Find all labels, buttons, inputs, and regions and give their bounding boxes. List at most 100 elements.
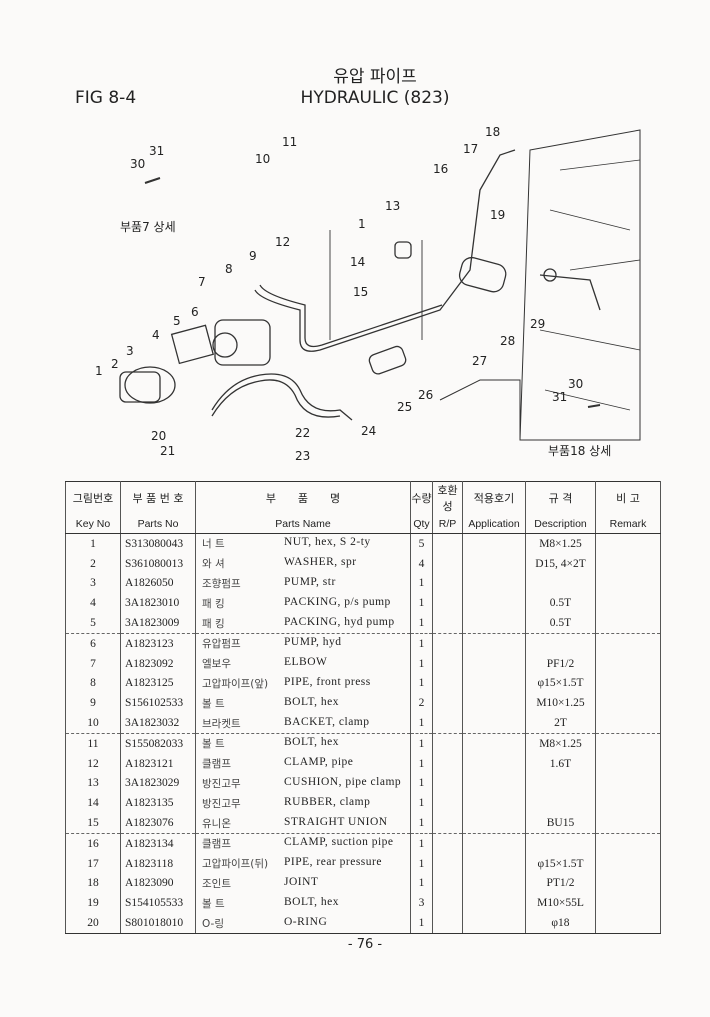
key-no: 8: [65, 673, 121, 694]
description: D15, 4×2T: [525, 553, 596, 574]
application: [462, 673, 526, 694]
part-no: A1823123: [120, 633, 196, 654]
remark: [595, 793, 661, 814]
part-name: 볼 트 BOLT, hex: [195, 693, 411, 714]
qty: 1: [410, 753, 433, 774]
description: 0.5T: [525, 593, 596, 614]
callout-31: 31: [149, 144, 164, 158]
part-name-en: BOLT, hex: [284, 695, 339, 708]
part-name-ko: 와 셔: [202, 558, 225, 571]
part-name-en: BOLT, hex: [284, 736, 339, 749]
remark: [595, 753, 661, 774]
qty: 1: [410, 593, 433, 614]
part-name: 패 킹 PACKING, hyd pump: [195, 613, 411, 634]
rp: [432, 733, 463, 754]
remark: [595, 893, 661, 914]
key-no: 12: [65, 753, 121, 774]
part-name-ko: 브라켓트: [202, 717, 241, 730]
diagram-drawing: [119, 129, 641, 441]
part-no: A1823134: [120, 833, 196, 854]
remark: [595, 573, 661, 594]
callout-22: 22: [295, 426, 310, 440]
description: [525, 773, 596, 794]
key-no: 4: [65, 593, 121, 614]
qty: 3: [410, 893, 433, 914]
remark: [595, 913, 661, 934]
qty: 1: [410, 633, 433, 654]
callout-10: 10: [255, 152, 270, 166]
rp: [432, 693, 463, 714]
part-no: A1823118: [120, 853, 196, 874]
callout-29: 29: [530, 317, 545, 331]
application: [462, 753, 526, 774]
part-name-ko: 유압펌프: [202, 638, 241, 651]
remark: [595, 853, 661, 874]
rp: [432, 673, 463, 694]
part-name-en: PACKING, hyd pump: [284, 615, 395, 628]
qty: 1: [410, 913, 433, 934]
column-header-en: Qty: [410, 514, 433, 534]
callout-30: 30: [130, 157, 145, 171]
remark: [595, 813, 661, 834]
callout-11: 11: [282, 135, 297, 149]
callout-15: 15: [353, 285, 368, 299]
description: M8×1.25: [525, 533, 596, 554]
rp: [432, 573, 463, 594]
description: φ15×1.5T: [525, 853, 596, 874]
column-header-en: Remark: [595, 514, 661, 534]
part-name-ko: 볼 트: [202, 697, 225, 710]
callout-4: 4: [152, 328, 160, 342]
part-no: 3A1823010: [120, 593, 196, 614]
callout-13: 13: [385, 199, 400, 213]
callout-9: 9: [249, 249, 257, 263]
qty: 1: [410, 653, 433, 674]
key-no: 15: [65, 813, 121, 834]
part-name-ko: O-링: [202, 917, 225, 930]
qty: 2: [410, 693, 433, 714]
rp: [432, 753, 463, 774]
page-number: - 76 -: [347, 937, 383, 952]
part-name: 고압파이프(앞)PIPE, front press: [195, 673, 411, 694]
column-header-ko: 부 품 명: [195, 481, 411, 514]
part-name-ko: 패 킹: [202, 597, 225, 610]
callout-5: 5: [173, 314, 181, 328]
key-no: 1: [65, 533, 121, 554]
application: [462, 813, 526, 834]
part-no: A1823092: [120, 653, 196, 674]
rp: [432, 613, 463, 634]
part-no: 3A1823032: [120, 713, 196, 734]
part-name-ko: 볼 트: [202, 738, 225, 751]
part-name-ko: 패 킹: [202, 617, 225, 630]
application: [462, 653, 526, 674]
column-header-en: Description: [525, 514, 596, 534]
key-no: 7: [65, 653, 121, 674]
callout-23: 23: [295, 449, 310, 463]
part-no: S313080043: [120, 533, 196, 554]
part-no: 3A1823009: [120, 613, 196, 634]
description: M10×1.25: [525, 693, 596, 714]
application: [462, 853, 526, 874]
description: PF1/2: [525, 653, 596, 674]
qty: 1: [410, 793, 433, 814]
description: PT1/2: [525, 873, 596, 894]
key-no: 2: [65, 553, 121, 574]
remark: [595, 533, 661, 554]
part-no: A1823076: [120, 813, 196, 834]
part-no: A1823090: [120, 873, 196, 894]
key-no: 6: [65, 633, 121, 654]
